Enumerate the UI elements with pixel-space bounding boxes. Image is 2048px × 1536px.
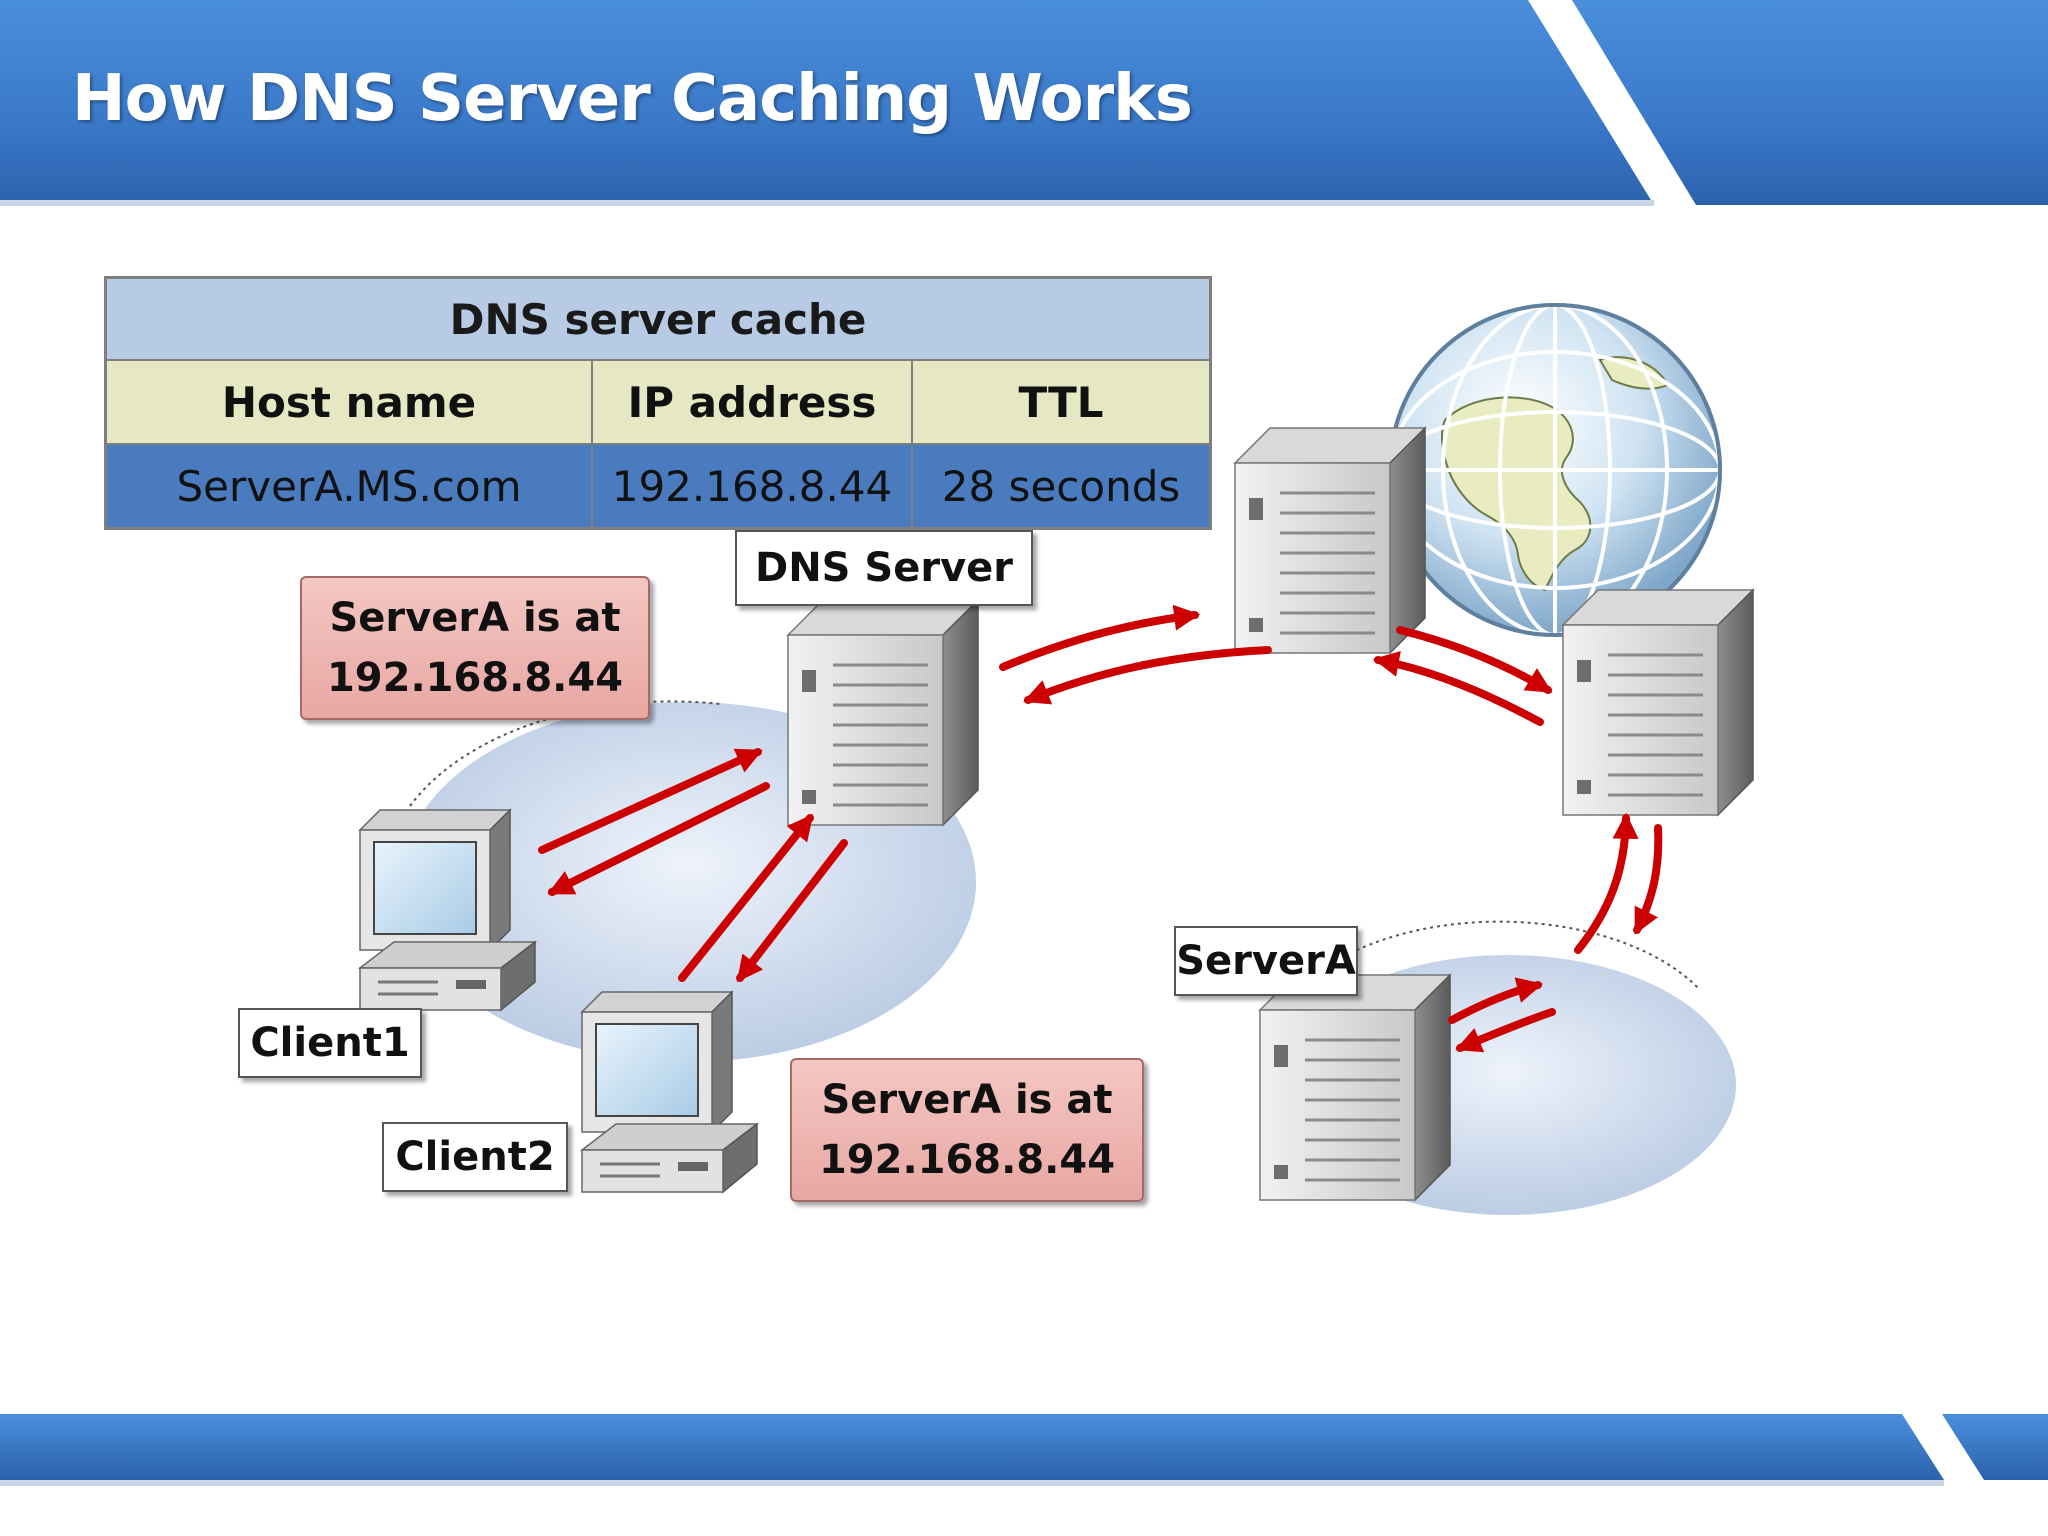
cell-host-name: ServerA.MS.com <box>104 443 593 530</box>
callout-servera-address-bottom: ServerA is at 192.168.8.44 <box>790 1058 1144 1202</box>
callout-line-1: ServerA is at <box>329 595 621 641</box>
column-header-ttl: TTL <box>911 359 1212 445</box>
internet-server-icon-1 <box>1233 426 1427 655</box>
client2-computer-icon <box>580 990 759 1194</box>
servera-icon <box>1258 973 1452 1202</box>
client2-label: Client2 <box>382 1122 568 1192</box>
table-row: ServerA.MS.com 192.168.8.44 28 seconds <box>104 443 1212 530</box>
callout-line-2: 192.168.8.44 <box>326 655 624 701</box>
cell-ttl: 28 seconds <box>911 443 1212 530</box>
callout-servera-address-top: ServerA is at 192.168.8.44 <box>300 576 650 720</box>
servera-label: ServerA <box>1174 926 1358 996</box>
query-arrows <box>538 604 1663 1053</box>
client1-label: Client1 <box>238 1008 422 1078</box>
table-caption: DNS server cache <box>104 276 1212 361</box>
globe-icon <box>1388 303 1722 637</box>
callout-line-2: 192.168.8.44 <box>818 1137 1116 1183</box>
header-banner <box>0 0 2048 206</box>
column-header-ip-address: IP address <box>591 359 913 445</box>
callout-line-1: ServerA is at <box>821 1077 1113 1123</box>
client1-computer-icon <box>358 808 537 1012</box>
column-header-host-name: Host name <box>104 359 593 445</box>
internet-server-icon-2 <box>1561 588 1755 817</box>
page-title: How DNS Server Caching Works <box>72 62 1193 136</box>
dns-server-icon <box>786 598 980 827</box>
dns-cache-table: DNS server cache Host name IP address TT… <box>104 276 1212 530</box>
dns-server-label: DNS Server <box>735 530 1033 606</box>
cell-ip-address: 192.168.8.44 <box>591 443 913 530</box>
